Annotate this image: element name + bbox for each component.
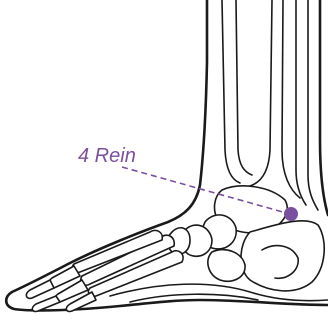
acupoint-label: 4 Rein [78, 145, 136, 167]
metatarsal-bones [72, 230, 183, 296]
phalanges [26, 266, 96, 311]
lower-leg-bones [222, 0, 318, 210]
tarsal-bones [168, 215, 246, 281]
calcaneus-bone [241, 221, 324, 291]
acupoint-marker [284, 207, 298, 221]
